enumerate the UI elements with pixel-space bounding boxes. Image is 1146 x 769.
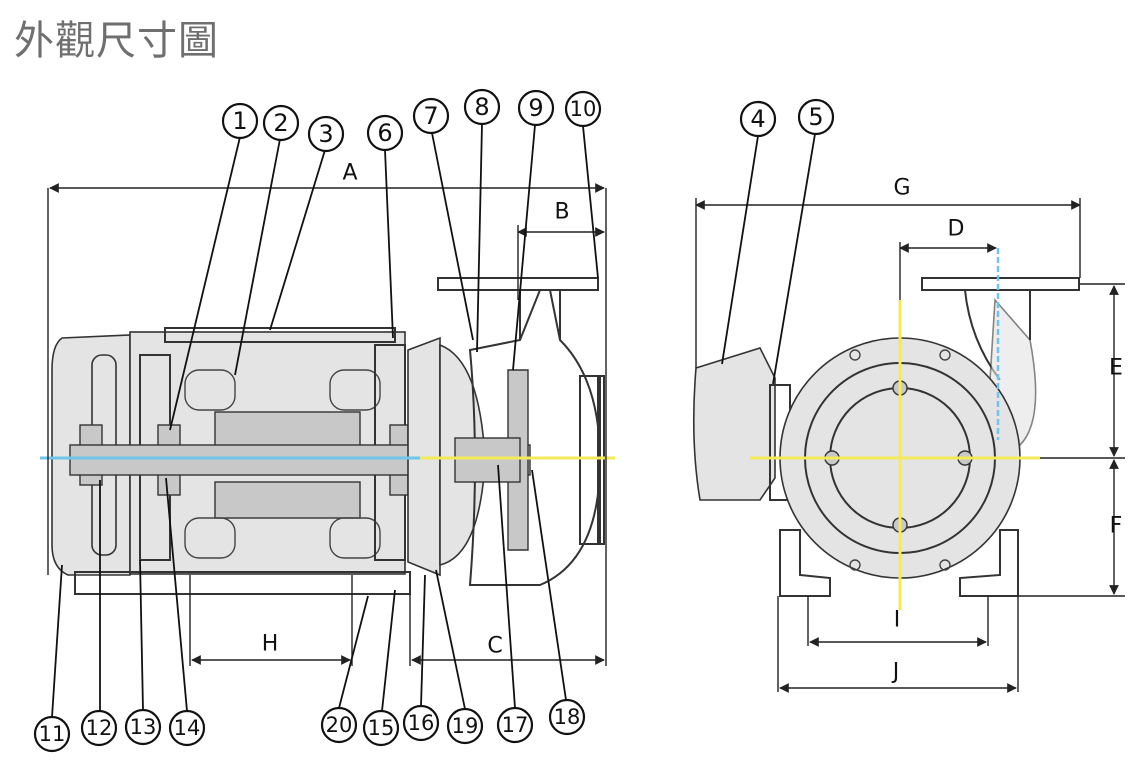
- dimension-j-label: J: [891, 660, 900, 685]
- dimension-a-label: A: [342, 161, 357, 186]
- svg-text:20: 20: [326, 713, 353, 737]
- svg-text:11: 11: [39, 722, 66, 746]
- callouts: 1 2 3 4 5 6 7 8 9 10 11 12 13 14 15 16 1…: [33, 88, 835, 753]
- callout-15: 15: [362, 709, 400, 747]
- svg-text:17: 17: [502, 713, 529, 737]
- callout-11: 11: [33, 715, 71, 753]
- callout-20: 20: [320, 706, 358, 744]
- svg-text:3: 3: [318, 120, 333, 148]
- svg-text:12: 12: [86, 716, 113, 740]
- page-title: 外觀尺寸圖: [14, 18, 219, 64]
- callout-18: 18: [548, 698, 586, 736]
- callout-5: 5: [797, 98, 835, 136]
- callout-17: 17: [496, 706, 534, 744]
- dimension-d-label: D: [948, 217, 965, 242]
- svg-text:16: 16: [408, 711, 435, 735]
- svg-text:6: 6: [377, 119, 392, 147]
- svg-text:2: 2: [273, 109, 288, 137]
- callout-4: 4: [739, 100, 777, 138]
- front-view: [692, 198, 1125, 693]
- svg-text:13: 13: [130, 715, 157, 739]
- svg-text:4: 4: [750, 105, 765, 133]
- callout-10: 10: [564, 90, 602, 128]
- callout-6: 6: [366, 114, 404, 152]
- dimension-i-label: I: [894, 608, 901, 633]
- dimension-b-label: B: [554, 200, 569, 225]
- callout-1: 1: [221, 102, 259, 140]
- svg-text:15: 15: [368, 716, 395, 740]
- dimension-e-label: E: [1109, 356, 1123, 381]
- dimension-f-label: F: [1110, 514, 1123, 539]
- svg-text:18: 18: [554, 705, 581, 729]
- callout-8: 8: [463, 88, 501, 126]
- dimension-c-label: C: [487, 634, 502, 659]
- callout-19: 19: [446, 707, 484, 745]
- leader-lines: [51, 123, 816, 718]
- callout-2: 2: [262, 104, 300, 142]
- dimension-h-label: H: [262, 632, 279, 657]
- callout-14: 14: [168, 709, 206, 747]
- svg-text:19: 19: [452, 714, 479, 738]
- svg-text:7: 7: [423, 102, 438, 130]
- svg-text:14: 14: [174, 716, 201, 740]
- callout-12: 12: [80, 709, 118, 747]
- dimension-labels: A B C D E F G H I J: [262, 161, 1123, 685]
- callout-13: 13: [124, 708, 162, 746]
- dimension-g-label: G: [893, 176, 910, 201]
- side-view: [40, 183, 615, 666]
- svg-text:10: 10: [570, 97, 597, 121]
- svg-text:9: 9: [528, 94, 543, 122]
- callout-16: 16: [402, 704, 440, 742]
- callout-9: 9: [517, 89, 555, 127]
- svg-text:5: 5: [808, 103, 823, 131]
- svg-text:8: 8: [474, 93, 489, 121]
- callout-7: 7: [412, 97, 450, 135]
- callout-3: 3: [307, 115, 345, 153]
- svg-text:1: 1: [232, 107, 247, 135]
